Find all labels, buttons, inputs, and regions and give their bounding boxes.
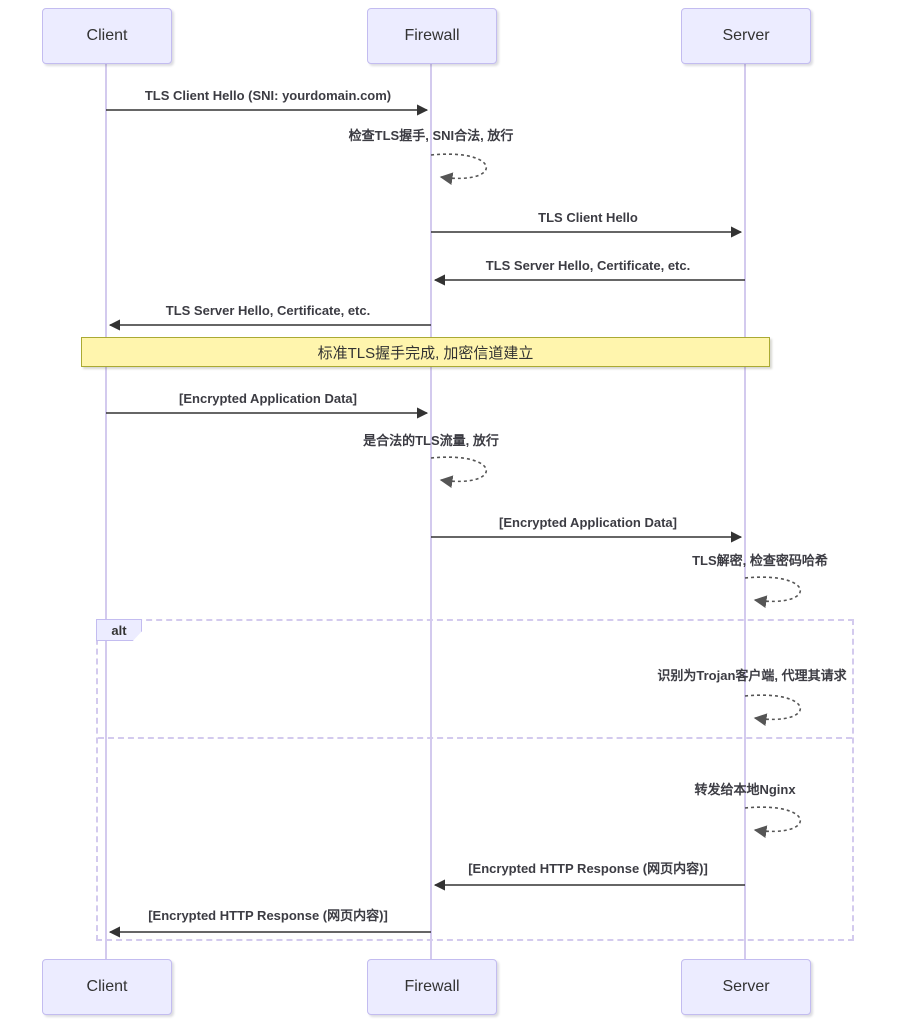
actor-label: Client [86, 978, 128, 995]
msg-label-6: [Encrypted Application Data] [179, 391, 357, 406]
lifeline-firewall [430, 64, 432, 959]
actor-firewall-top: Firewall [367, 8, 497, 64]
lifeline-client [105, 64, 107, 959]
actor-label: Firewall [404, 27, 460, 44]
selfloop-msg-7 [430, 456, 488, 488]
actor-firewall-bottom: Firewall [367, 959, 497, 1015]
msg-label-11: 转发给本地Nginx [694, 782, 796, 797]
msg-label-5: TLS Server Hello, Certificate, etc. [165, 303, 371, 318]
actor-server-top: Server [681, 8, 811, 64]
actor-label: Firewall [404, 978, 460, 995]
msg-label-10: 识别为Trojan客户端, 代理其请求 [657, 668, 847, 683]
selfloop-msg-2 [430, 153, 488, 185]
msg-label-8: [Encrypted Application Data] [499, 515, 677, 530]
msg-label-2: 检查TLS握手, SNI合法, 放行 [348, 128, 514, 143]
actor-client-top: Client [42, 8, 172, 64]
msg-label-7: 是合法的TLS流量, 放行 [363, 433, 499, 448]
actor-label: Server [722, 27, 770, 44]
msg-label-1: TLS Client Hello (SNI: yourdomain.com) [144, 88, 392, 103]
msg-label-4: TLS Server Hello, Certificate, etc. [485, 258, 691, 273]
alt-frame-divider [98, 737, 852, 739]
alt-frame: alt [96, 619, 854, 941]
lifeline-server [744, 64, 746, 959]
msg-label-3: TLS Client Hello [538, 210, 638, 225]
actor-client-bottom: Client [42, 959, 172, 1015]
msg-label-13: [Encrypted HTTP Response (网页内容)] [148, 908, 388, 923]
actor-label: Client [86, 27, 128, 44]
selfloop-msg-9 [744, 576, 802, 608]
msg-label-12: [Encrypted HTTP Response (网页内容)] [468, 861, 708, 876]
msg-label-9: TLS解密, 检查密码哈希 [692, 553, 828, 568]
note-tls-handshake-complete: 标准TLS握手完成, 加密信道建立 [81, 337, 770, 367]
actor-label: Server [722, 978, 770, 995]
alt-frame-label: alt [96, 619, 142, 641]
actor-server-bottom: Server [681, 959, 811, 1015]
